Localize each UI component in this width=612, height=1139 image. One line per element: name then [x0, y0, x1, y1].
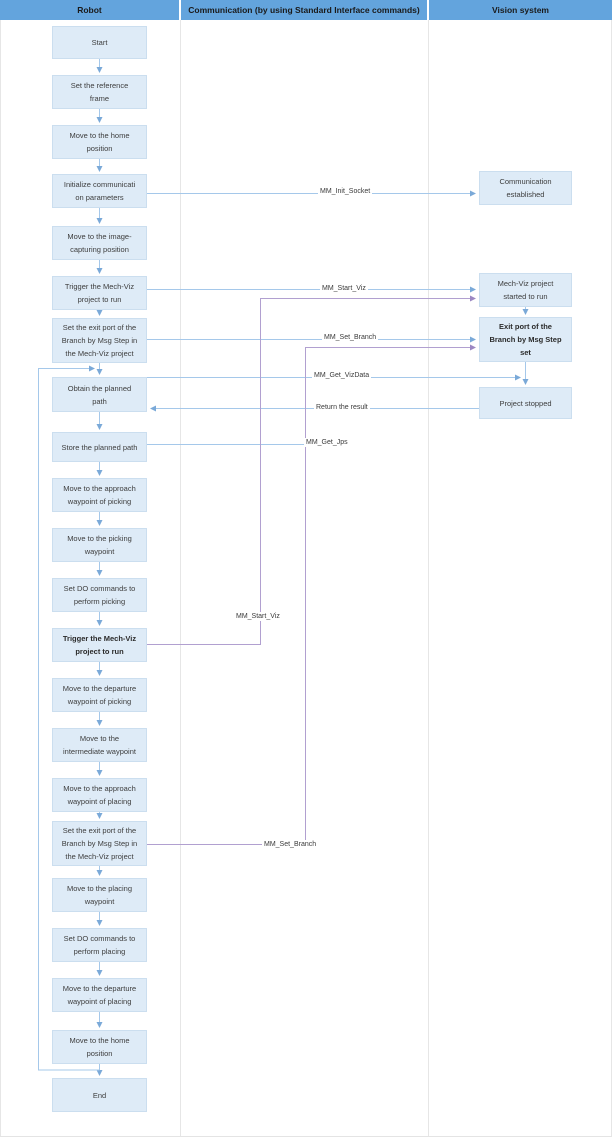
flow-step: Move to the approach waypoint of placing	[52, 778, 147, 812]
flow-step: Set the exit port of the Branch by Msg S…	[52, 318, 147, 363]
vision-step: Mech-Viz project started to run	[479, 273, 572, 307]
message-label: MM_Set_Branch	[322, 333, 379, 342]
flow-step: Move to the home position	[52, 1030, 147, 1064]
flow-step: Set DO commands to perform placing	[52, 928, 147, 962]
flow-step: Move to the approach waypoint of picking	[52, 478, 147, 512]
flow-step: Set DO commands to perform picking	[52, 578, 147, 612]
flow-step: Move to the intermediate waypoint	[52, 728, 147, 762]
flow-step: Obtain the planned path	[52, 377, 147, 412]
loop-back-arrow	[38, 365, 100, 1071]
lane-divider	[180, 20, 181, 1136]
flow-step: Set the reference frame	[52, 75, 147, 109]
lane-divider	[428, 20, 429, 1136]
message-lines-purple	[147, 295, 476, 845]
message-label: MM_Get_VizData	[312, 371, 372, 380]
message-label: MM_Start_Viz	[320, 284, 368, 293]
lane-header-robot: Robot	[0, 0, 179, 20]
flow-step: Trigger the Mech-Viz project to run	[52, 276, 147, 310]
message-label: Return the result	[314, 403, 370, 412]
vision-step: Exit port of the Branch by Msg Step set	[479, 317, 572, 362]
message-label: MM_Init_Socket	[318, 187, 373, 196]
flow-step: Start	[52, 26, 147, 59]
flow-step: Move to the departure waypoint of placin…	[52, 978, 147, 1012]
vision-step: Communication established	[479, 171, 572, 205]
lane-border-bottom	[0, 1136, 612, 1137]
flow-step: Trigger the Mech-Viz project to run	[52, 628, 147, 662]
flow-step: Move to the picking waypoint	[52, 528, 147, 562]
flow-step: Set the exit port of the Branch by Msg S…	[52, 821, 147, 866]
message-label: MM_Start_Viz	[234, 612, 282, 621]
message-label: MM_Get_Jps	[304, 438, 350, 447]
lane-header-label: Robot	[77, 5, 102, 15]
lane-header-communication: Communication (by using Standard Interfa…	[181, 0, 427, 20]
lane-header-label: Vision system	[491, 5, 549, 15]
flow-step: Move to the departure waypoint of pickin…	[52, 678, 147, 712]
message-label: MM_Set_Branch	[262, 840, 319, 849]
lane-header-label: Communication (by using Standard Interfa…	[188, 5, 420, 15]
flow-step: End	[52, 1078, 147, 1112]
message-lines-blue	[147, 190, 521, 445]
vision-step: Project stopped	[479, 387, 572, 419]
lane-border-left	[0, 20, 1, 1136]
flow-step: Move to the placing waypoint	[52, 878, 147, 912]
flow-step: Move to the home position	[52, 125, 147, 159]
flow-step: Initialize communicati on parameters	[52, 174, 147, 208]
lane-header-vision: Vision system	[429, 0, 612, 20]
flow-step: Move to the image- capturing position	[52, 226, 147, 260]
flow-step: Store the planned path	[52, 432, 147, 462]
